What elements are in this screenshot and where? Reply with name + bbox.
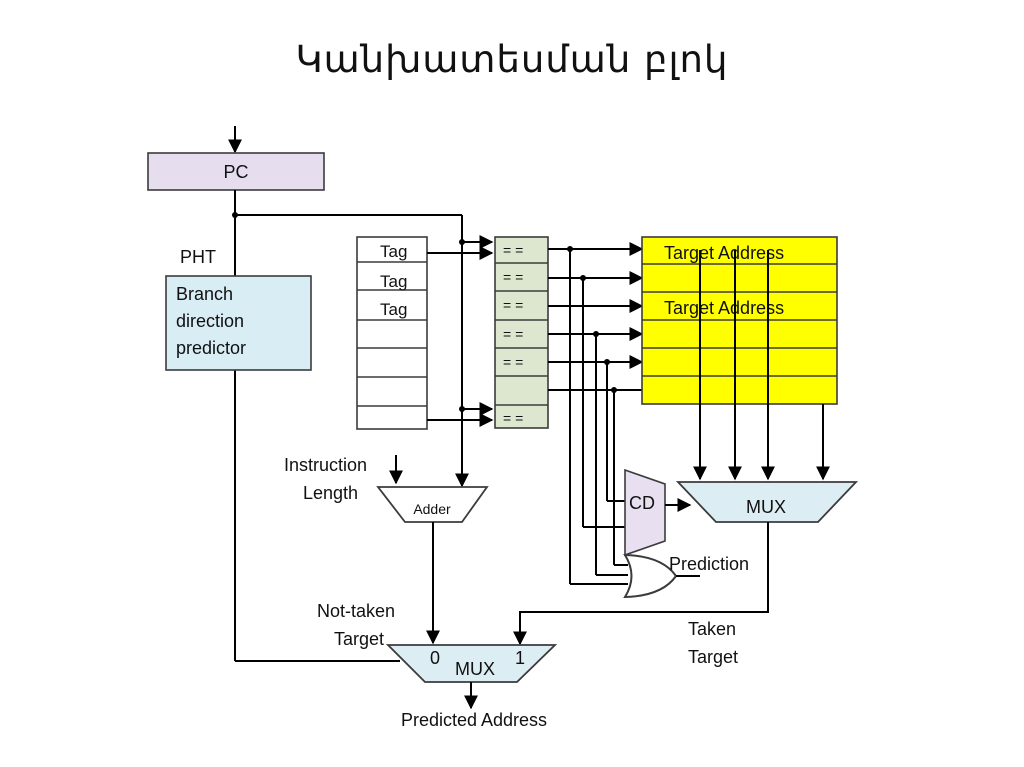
target-mux (675, 481, 859, 523)
not-taken-label: Not-taken (317, 601, 395, 621)
tag-label-2: Tag (380, 272, 407, 291)
prediction-label: Prediction (669, 554, 749, 574)
compare-label-6: = = (503, 410, 523, 426)
predicted-address-label: Predicted Address (401, 710, 547, 730)
final-mux-in0: 0 (430, 648, 440, 668)
cd-label: CD (629, 493, 655, 513)
taken-target-wire (513, 522, 769, 646)
compare-label-2: = = (503, 269, 523, 285)
compare-label-5: = = (503, 354, 523, 370)
bdp-text-3: predictor (176, 338, 246, 358)
not-taken-target-label: Target (334, 629, 384, 649)
tag-label-3: Tag (380, 300, 407, 319)
target-address-label-2: Target Address (664, 298, 784, 318)
taken-target-label: Target (688, 647, 738, 667)
compare-label-1: = = (503, 242, 523, 258)
target-to-mux-wires (693, 250, 830, 481)
junction-dots (567, 246, 617, 393)
adder-label: Adder (413, 501, 451, 517)
pc-label: PC (223, 162, 248, 182)
or-gate (623, 553, 678, 599)
final-mux-in1: 1 (515, 648, 525, 668)
target-address-label-1: Target Address (664, 243, 784, 263)
pc-box (147, 152, 325, 191)
pht-label: PHT (180, 247, 216, 267)
target-address-table (641, 236, 838, 405)
tag-array (356, 236, 428, 430)
target-mux-label: MUX (746, 497, 786, 517)
final-mux-label: MUX (455, 659, 495, 679)
slide-title: Կանխատեսման բլոկ (295, 38, 729, 81)
cd-block (624, 468, 666, 557)
instruction-label: Instruction (284, 455, 367, 475)
bdp-text-1: Branch (176, 284, 233, 304)
bdp-text-2: direction (176, 311, 244, 331)
branch-direction-predictor-box (165, 275, 312, 371)
adder-block (376, 486, 489, 523)
length-label: Length (303, 483, 358, 503)
tag-label-1: Tag (380, 242, 407, 261)
hit-vertical-wires (569, 249, 615, 584)
final-mux (385, 644, 558, 683)
compare-label-4: = = (503, 326, 523, 342)
compare-array (494, 236, 549, 429)
taken-label: Taken (688, 619, 736, 639)
compare-label-3: = = (503, 297, 523, 313)
